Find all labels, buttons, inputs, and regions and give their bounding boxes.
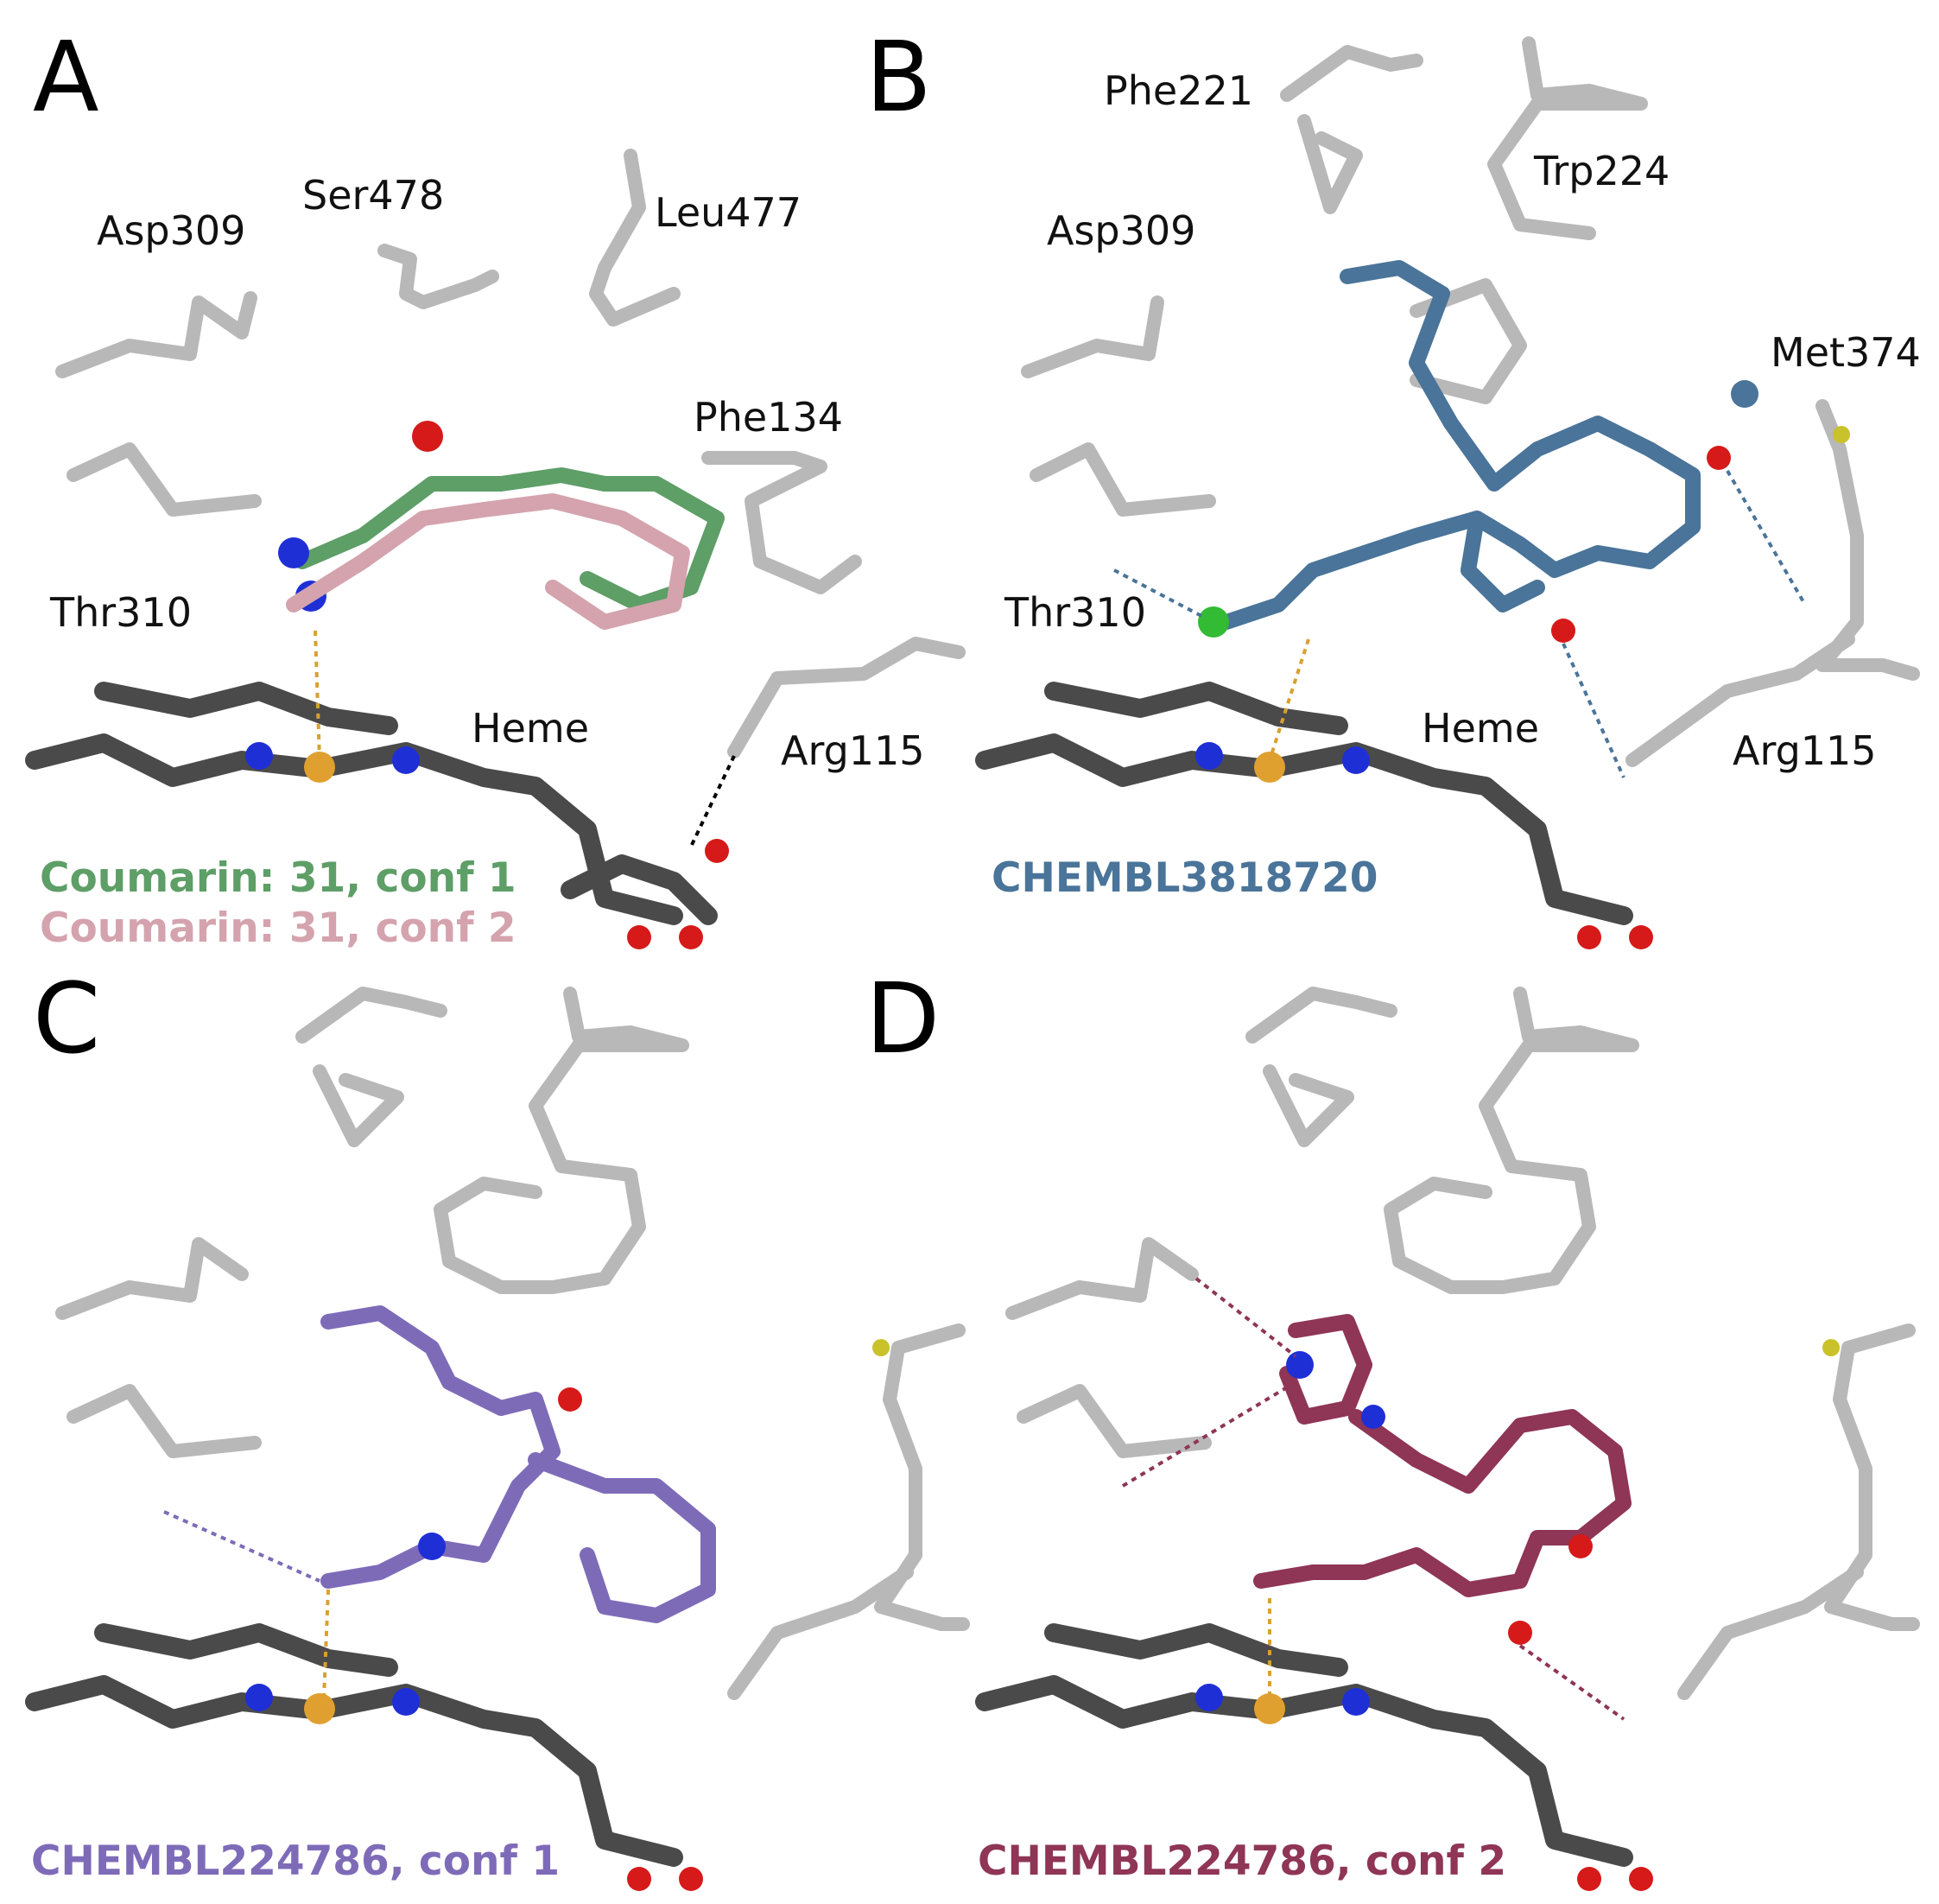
residue-label: Arg115 [1733,727,1877,774]
heme-a [25,682,729,949]
panel-c: C CHEMBL224786, conf [25,963,970,1891]
residue-label: Met374 [1771,329,1921,376]
chlorine-atom [1198,606,1229,638]
residue-label: Phe221 [1104,67,1253,114]
residue-sticks-a [55,149,966,758]
panel-letter-a: A [33,22,99,134]
residue-label: Asp309 [97,207,245,254]
residue-label: Trp224 [1533,148,1670,194]
panel-letter-b: B [865,22,932,134]
panel-a: A [25,22,966,952]
panel-letter-d: D [865,963,940,1076]
ligand-chembl3818720 [1198,260,1758,643]
iron-atom-a [304,752,335,783]
panel-d: D [865,963,1920,1891]
panel-b: B [865,22,1921,949]
residue-label: Leu477 [655,189,802,236]
residue-label: Thr310 [1004,589,1146,636]
sulfur-atom-b [1833,426,1850,443]
residue-label: Phe134 [694,394,843,441]
ligand-label: CHEMBL3818720 [992,854,1378,902]
residue-sticks-d [1005,987,1920,1700]
residue-label: Heme [472,705,589,752]
residue-label: Asp309 [1047,207,1195,254]
heme-b [975,682,1653,949]
ligand-label: CHEMBL224786, conf 2 [978,1837,1506,1885]
residue-label: Heme [1422,705,1539,752]
residue-label: Ser478 [302,172,444,219]
ligand-coumarin-31-conf2 [286,421,690,630]
ligand-chembl224786-conf1 [320,1305,716,1623]
ligand-label-conf2: Coumarin: 31, conf 2 [40,904,516,952]
residue-label: Thr310 [49,589,192,636]
heme-d [975,1623,1653,1891]
heme-c [25,1623,703,1891]
ligand-label-conf1: Coumarin: 31, conf 1 [40,854,516,902]
ligand-label: CHEMBL224786, conf 1 [31,1837,560,1885]
panel-letter-c: C [33,963,100,1076]
ligand-chembl224786-conf2 [1253,1314,1632,1645]
residue-sticks-c [55,987,970,1700]
residue-label: Arg115 [781,727,925,774]
residue-sticks-b [1021,36,1920,767]
